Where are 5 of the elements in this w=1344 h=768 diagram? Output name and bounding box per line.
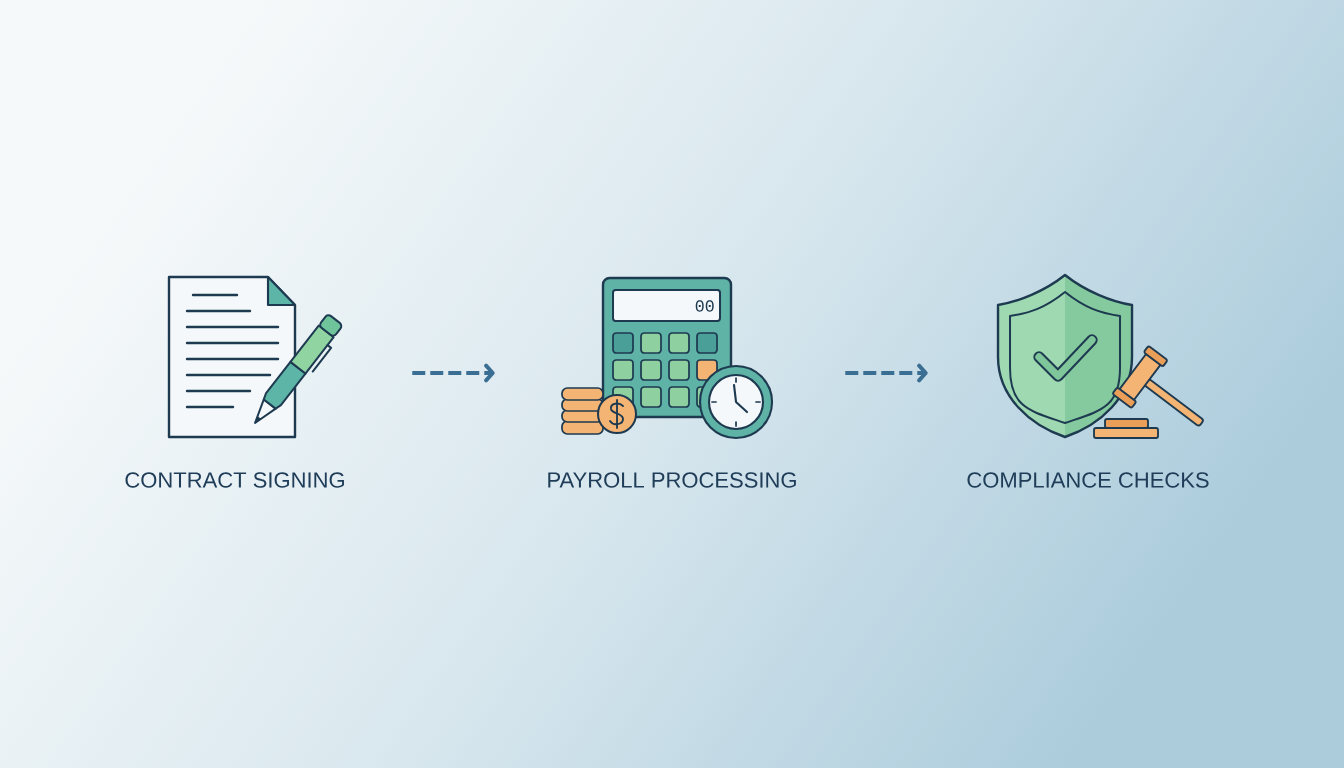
step-label: CONTRACT SIGNING — [125, 472, 344, 488]
dashed-arrow — [845, 363, 928, 383]
dashed-arrow — [412, 363, 495, 383]
step-label: PAYROLL PROCESSING — [548, 472, 796, 488]
step-label: COMPLIANCE CHECKS — [967, 472, 1209, 488]
